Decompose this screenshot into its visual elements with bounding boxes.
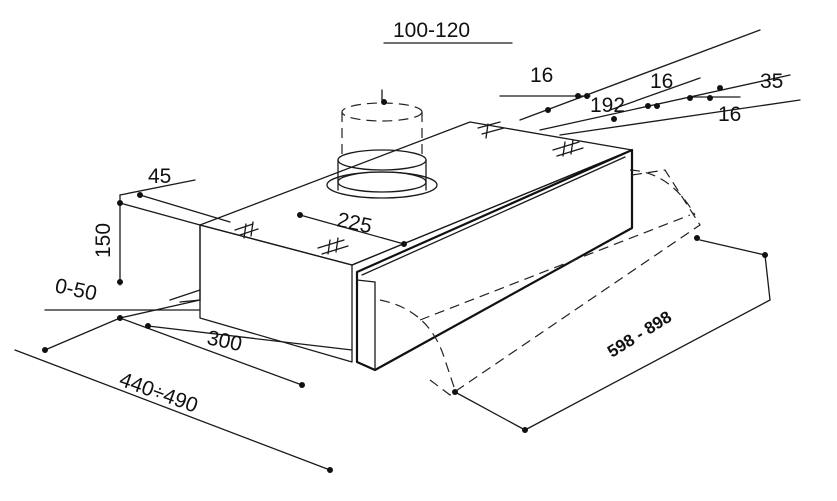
hood-top-face [199, 121, 633, 266]
label-duct-diameter: 100-120 [393, 19, 470, 42]
dimension-lines [14, 29, 801, 471]
duct-collar [326, 89, 438, 199]
label-front-depth: 45 [148, 165, 171, 188]
label-width-range: 598 - 898 [604, 307, 675, 361]
label-duct-position: 225 [335, 208, 374, 238]
label-rear-offset-a: 16 [530, 64, 553, 87]
hatch-marks [234, 121, 584, 255]
label-rear-offset-d: 16 [718, 103, 741, 126]
label-wall-gap: 0-50 [53, 274, 99, 305]
dimension-labels: 100-120 16 192 16 16 35 45 150 225 0-50 … [53, 19, 783, 418]
label-rear-offset-e: 35 [760, 70, 783, 93]
label-rear-offset-c: 16 [650, 70, 673, 93]
hood-body [199, 121, 634, 372]
hood-side-face [351, 149, 633, 266]
label-height: 150 [92, 223, 115, 258]
dimension-dots [42, 85, 768, 473]
front-visor [355, 148, 634, 372]
label-rear-offset-b: 192 [590, 94, 625, 117]
extended-visor-outline [379, 169, 701, 396]
visor-edge [361, 156, 626, 276]
label-extended-depth: 440÷490 [116, 368, 201, 418]
